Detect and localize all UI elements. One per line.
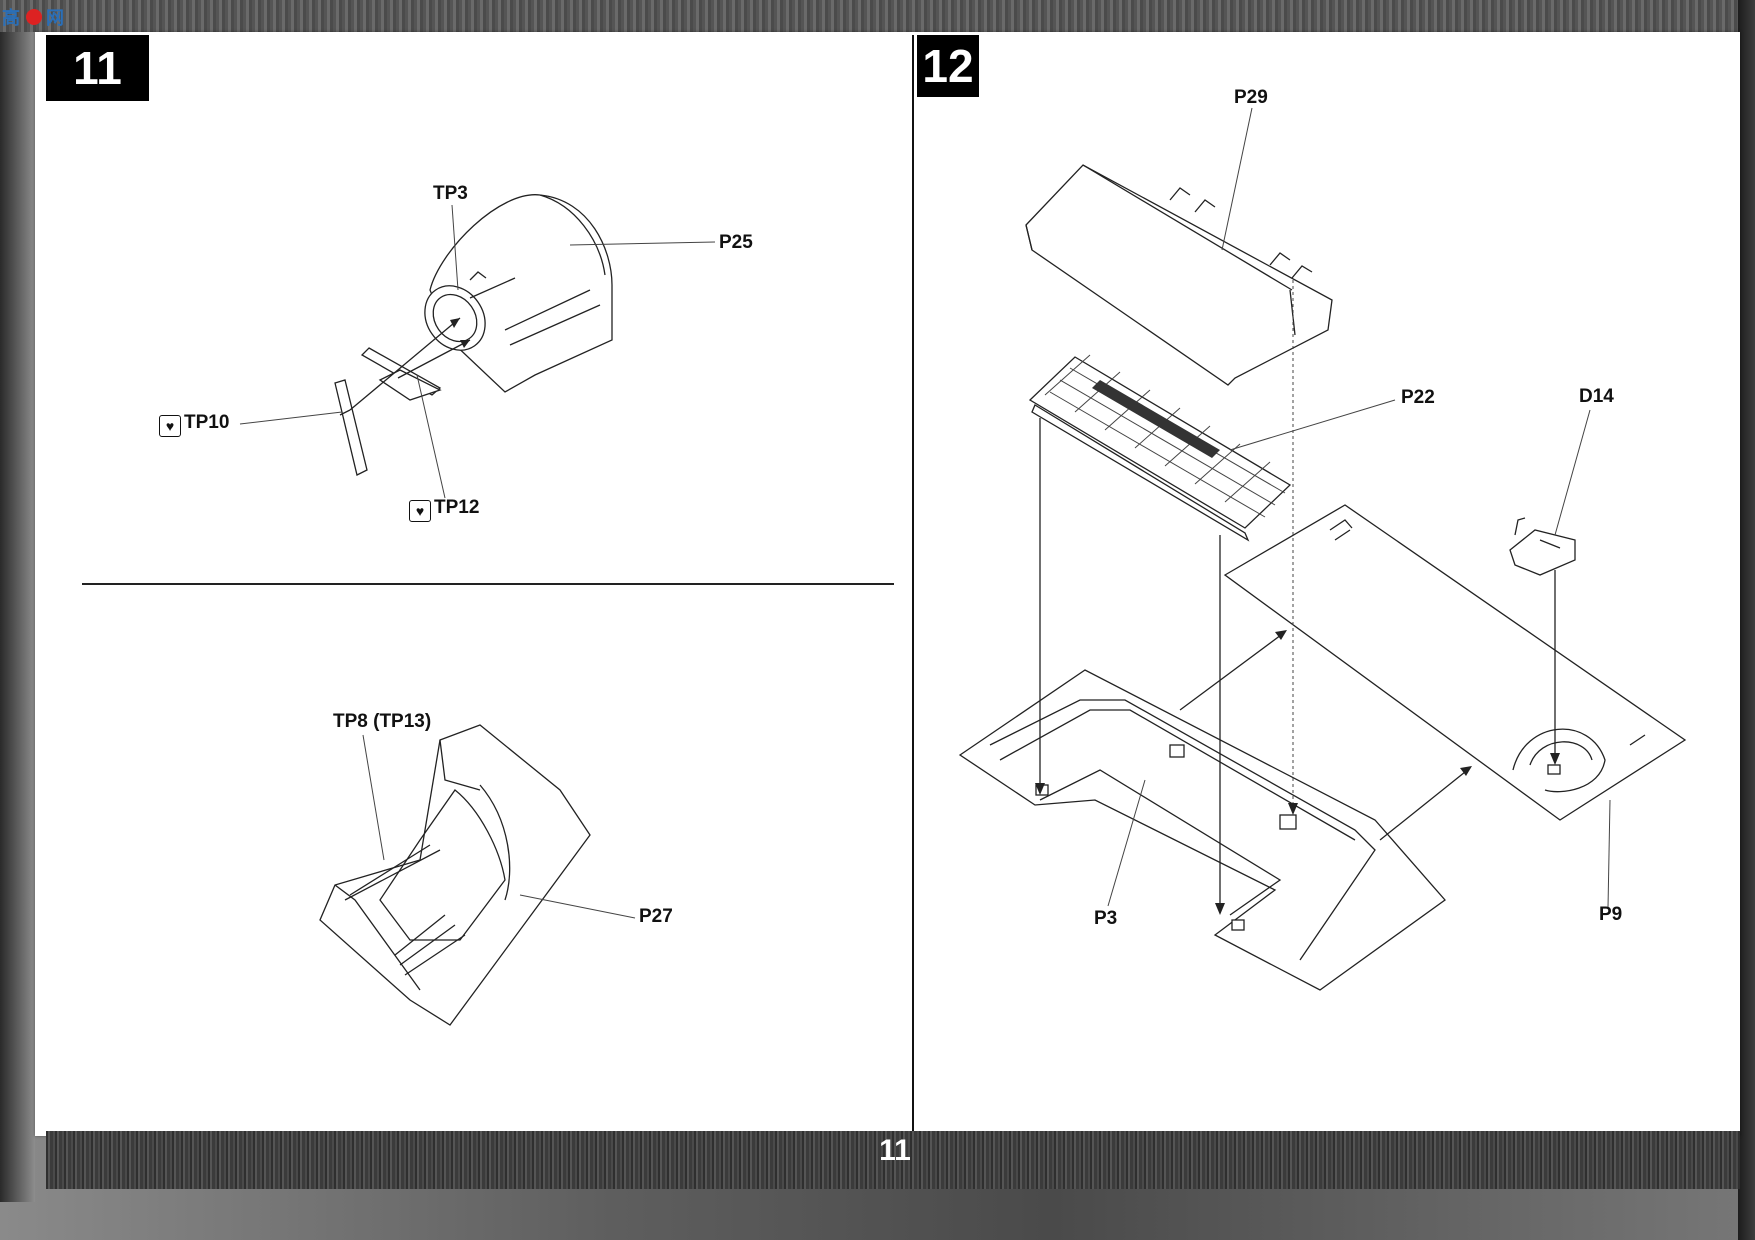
page-number: 11 xyxy=(879,1134,911,1167)
part-p27-drawing xyxy=(319,724,591,1026)
svg-text:网: 网 xyxy=(46,8,64,29)
part-p29-drawing xyxy=(1025,164,1333,386)
svg-text:高: 高 xyxy=(2,7,20,29)
step-12-arrows xyxy=(1035,280,1560,915)
part-p9-drawing xyxy=(1223,504,1687,821)
part-d14-drawing xyxy=(1509,517,1576,576)
label-tp12-group: ♥TP12 xyxy=(409,497,479,522)
label-p29: P29 xyxy=(1234,87,1268,108)
label-tp12: TP12 xyxy=(434,497,480,518)
step-11-leader-lines xyxy=(239,204,716,499)
label-p3: P3 xyxy=(1094,908,1118,929)
wood-grain-top-strip xyxy=(0,0,1755,38)
right-page-shadow xyxy=(1738,0,1755,1240)
label-tp3: TP3 xyxy=(433,183,468,204)
part-tp10-tp12-drawing xyxy=(334,347,442,476)
label-p22: P22 xyxy=(1401,387,1435,408)
step-11-arrows xyxy=(339,317,471,416)
part-p25-drawing xyxy=(424,194,613,393)
left-page-shadow xyxy=(0,32,35,1202)
label-p27: P27 xyxy=(639,906,673,927)
part-p22-drawing xyxy=(1028,354,1292,542)
label-d14: D14 xyxy=(1579,386,1614,407)
label-tp8-tp13: TP8 (TP13) xyxy=(333,711,432,732)
step-11-section-rule xyxy=(82,583,894,585)
photo-etch-part-icon: ♥ xyxy=(159,415,181,437)
part-p3-drawing xyxy=(958,669,1446,991)
step-11-marker: 11 xyxy=(46,35,149,101)
page-center-divider xyxy=(912,35,914,1135)
step-12-marker: 12 xyxy=(917,35,979,97)
step-11-lower-leaders xyxy=(362,734,636,919)
label-tp10: TP10 xyxy=(184,412,230,433)
label-p25: P25 xyxy=(719,232,753,253)
label-tp10-group: ♥TP10 xyxy=(159,412,229,437)
site-watermark-logo: 高 网 xyxy=(2,4,72,32)
label-p9: P9 xyxy=(1599,904,1623,925)
photo-etch-part-icon: ♥ xyxy=(409,500,431,522)
step-12-leader-lines xyxy=(1107,107,1611,909)
page-footer-band xyxy=(46,1131,1740,1189)
